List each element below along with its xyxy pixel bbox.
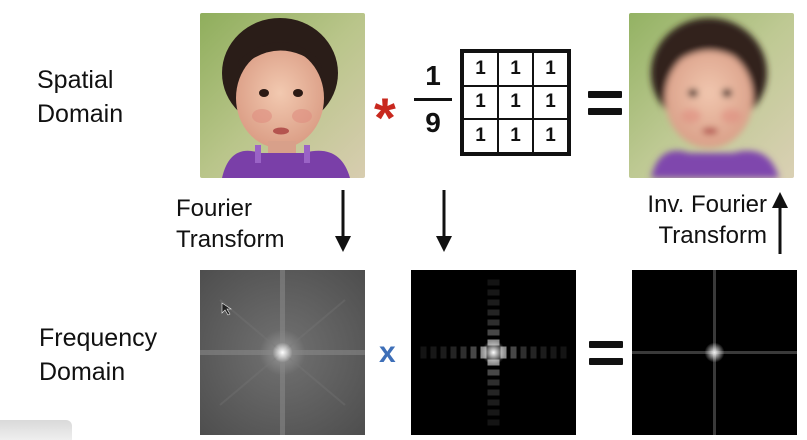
kernel-cell: 1 (463, 52, 498, 86)
spectrum-lobe (450, 346, 457, 359)
spectrum-lobe (487, 379, 500, 386)
kernel-cell: 1 (463, 85, 498, 120)
frequency-label-line2: Domain (39, 358, 126, 386)
frequency-equals-sign (589, 341, 623, 365)
fourier-transform-label: Fourier Transform (176, 193, 284, 255)
image-spectrum (200, 270, 365, 435)
spectrum-lobe (440, 346, 447, 359)
spectrum-lobe (470, 346, 477, 359)
kernel-fourier-arrow-down (434, 190, 454, 254)
kernel-spectrum (411, 270, 576, 435)
fourier-arrow-down (333, 190, 353, 254)
spectrum-lobe (487, 299, 500, 306)
kernel-denominator: 9 (425, 107, 441, 138)
kernel-cell: 1 (498, 119, 533, 153)
spectrum-lobe (487, 279, 500, 286)
inv-fourier-label-line2: Transform (658, 222, 767, 249)
spectrum-lobe (487, 399, 500, 406)
spatial-domain-label: Spatial Domain (37, 63, 123, 131)
spectrum-lobe (510, 346, 517, 359)
inverse-fourier-arrow-up (770, 190, 790, 254)
spectrum-lobe (487, 409, 500, 416)
kernel-numerator: 1 (425, 60, 441, 91)
product-spectrum (632, 270, 797, 435)
frequency-domain-label: Frequency Domain (39, 321, 157, 389)
spectrum-lobe (487, 369, 500, 376)
kernel-cell: 1 (533, 119, 568, 153)
spectrum-lobe (460, 346, 467, 359)
spectrum-lobe (487, 419, 500, 426)
spectrum-lobe (540, 346, 547, 359)
multiply-operator: x (379, 336, 396, 369)
convolution-operator: * (374, 86, 396, 149)
spectrum-lobe (520, 346, 527, 359)
kernel-cell: 1 (463, 119, 498, 153)
spectrum-lobe (487, 329, 500, 336)
kernel-fraction: 1 9 (414, 60, 452, 139)
spectrum-lobe (420, 346, 427, 359)
spatial-equals-sign (588, 91, 622, 115)
spatial-label-line2: Domain (37, 100, 124, 128)
spectrum-lobe (487, 389, 500, 396)
inv-fourier-label-line1: Inv. Fourier (647, 191, 767, 218)
kernel-cell: 1 (498, 85, 533, 120)
kernel-cell: 1 (498, 52, 533, 86)
corner-decoration (0, 420, 72, 440)
kernel-cell: 1 (533, 85, 568, 120)
spectrum-lobe (430, 346, 437, 359)
spectrum-lobe (487, 289, 500, 296)
spectrum-lobe (550, 346, 557, 359)
spatial-label-line1: Spatial (37, 66, 114, 94)
original-photo (200, 13, 365, 178)
kernel-cell: 1 (533, 52, 568, 86)
box-filter-kernel: 1 1 1 1 1 1 1 1 1 (460, 49, 571, 156)
frequency-label-line1: Frequency (39, 324, 158, 352)
spectrum-lobe (560, 346, 567, 359)
fourier-label-line2: Transform (176, 226, 285, 253)
inverse-fourier-label: Inv. Fourier Transform (625, 189, 767, 251)
spectrum-lobe (487, 309, 500, 316)
fourier-label-line1: Fourier (176, 195, 253, 222)
fraction-bar (414, 98, 452, 101)
blurred-result-photo (629, 13, 794, 178)
spectrum-lobe (487, 319, 500, 326)
spectrum-lobe (530, 346, 537, 359)
